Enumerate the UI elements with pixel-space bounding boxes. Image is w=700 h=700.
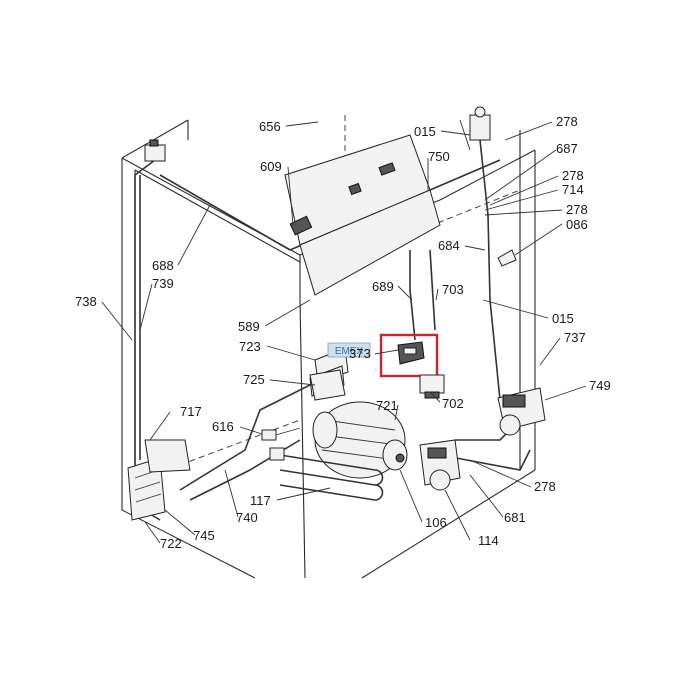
label-714: 714	[562, 182, 584, 197]
label-739: 739	[152, 276, 174, 291]
top-left-connector	[144, 139, 166, 162]
control-panel	[284, 134, 441, 296]
part-702	[419, 374, 445, 399]
label-689: 689	[372, 279, 394, 294]
label-117: 117	[250, 493, 271, 508]
label-086: 086	[566, 217, 588, 232]
pump-749	[497, 387, 546, 436]
label-278-bottom: 278	[534, 479, 556, 494]
label-750: 750	[428, 149, 450, 164]
top-right-valve	[459, 106, 491, 151]
heater-117	[269, 447, 384, 501]
watermark-logo: EMEX	[327, 342, 371, 358]
door-lock-highlight	[379, 333, 439, 378]
pump-114	[419, 439, 461, 491]
label-738: 738	[75, 294, 97, 309]
label-688: 688	[152, 258, 174, 273]
label-278-top: 278	[556, 114, 578, 129]
label-015-right: 015	[552, 311, 574, 326]
label-114: 114	[478, 533, 499, 548]
label-721: 721	[376, 398, 398, 413]
label-687: 687	[556, 141, 578, 156]
label-703: 703	[442, 282, 464, 297]
label-015-top: 015	[414, 124, 436, 139]
label-737: 737	[564, 330, 586, 345]
part-616	[261, 427, 301, 441]
label-656: 656	[259, 119, 281, 134]
label-373: 373	[349, 346, 371, 361]
motor-106	[312, 401, 408, 479]
label-702: 702	[442, 396, 464, 411]
wiring-harness	[134, 139, 531, 521]
part-725	[309, 369, 346, 401]
part-717	[144, 439, 191, 473]
part-086	[497, 249, 517, 267]
label-616: 616	[212, 419, 234, 434]
label-749: 749	[589, 378, 611, 393]
label-745: 745	[193, 528, 215, 543]
label-278-right: 278	[566, 202, 588, 217]
label-609: 609	[260, 159, 282, 174]
label-106: 106	[425, 515, 447, 530]
label-278-mid: 278	[562, 168, 584, 183]
label-740: 740	[236, 510, 258, 525]
label-723: 723	[239, 339, 261, 354]
label-722: 722	[160, 536, 182, 551]
leader-lines	[101, 121, 587, 544]
callout-labels: 656 015 278 687 609 750 278 714 278 086 …	[75, 114, 611, 551]
filter-722	[127, 457, 166, 521]
watermark-text: EMEX	[335, 346, 364, 357]
label-717: 717	[180, 404, 202, 419]
label-589: 589	[238, 319, 260, 334]
label-684: 684	[438, 238, 460, 253]
label-681: 681	[504, 510, 526, 525]
label-725: 725	[243, 372, 265, 387]
